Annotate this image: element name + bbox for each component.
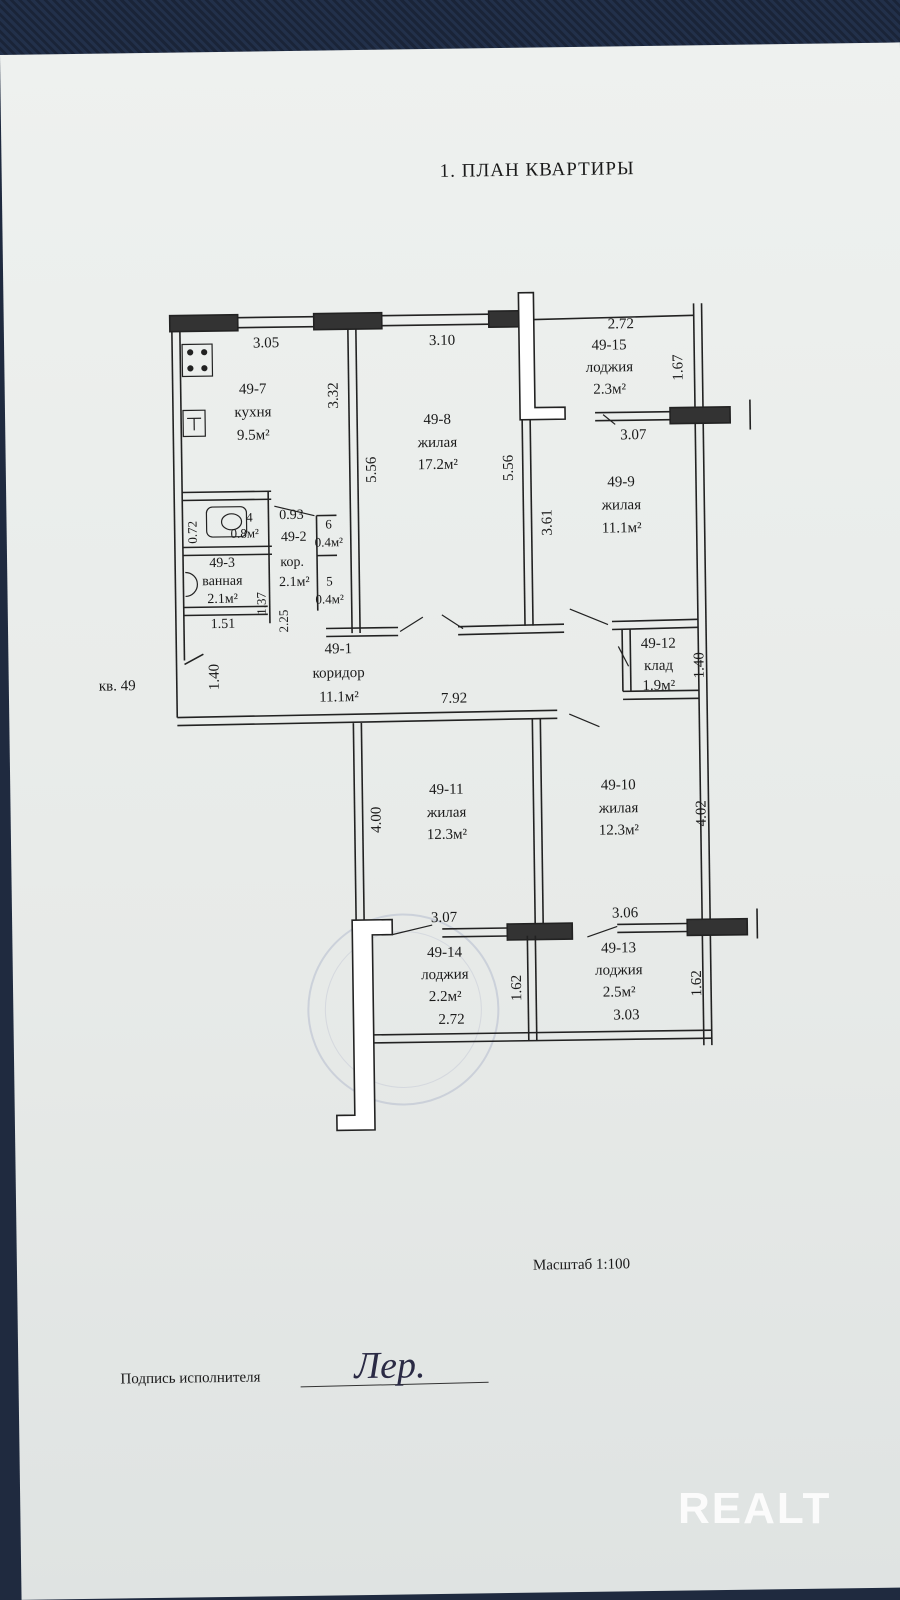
small-room-id: 6: [325, 516, 332, 531]
dimension: 2.72: [438, 1012, 464, 1028]
dimension: 3.32: [326, 382, 342, 408]
dimension: 5.56: [364, 456, 380, 483]
room-id: 49-1: [324, 641, 352, 657]
dimension: 3.06: [612, 905, 639, 921]
room-area: 2.5м²: [603, 984, 636, 1000]
room-area: 2.3м²: [593, 381, 626, 397]
dimension: 3.03: [613, 1007, 639, 1023]
toilet-icon: [205, 506, 248, 538]
dimension: 3.10: [429, 333, 455, 349]
room-type: жилая: [601, 497, 642, 514]
room-type: жилая: [417, 435, 458, 452]
room-area: 2.2м²: [429, 989, 462, 1005]
room-area: 17.2м²: [418, 457, 459, 474]
room-type: жилая: [426, 805, 467, 822]
room-area: 2.1м²: [207, 592, 238, 607]
room-labels: 49-7 кухня 9.5м² 49-8 жилая 17.2м² 49-15…: [202, 337, 676, 1005]
small-room-id: 5: [326, 573, 333, 588]
small-room-area: 0.8м²: [230, 525, 259, 540]
stamp-seal: [307, 913, 500, 1106]
room-area: 12.3м²: [427, 827, 468, 844]
room-id: 49-13: [601, 940, 636, 956]
room-area: 12.3м²: [599, 822, 640, 839]
dimension: 3.05: [253, 335, 279, 351]
bathtub-icon: [185, 571, 199, 598]
dimension: 2.72: [608, 316, 634, 332]
dimension: 1.40: [207, 664, 223, 690]
dimension: 1.62: [509, 975, 525, 1001]
dimension: 4.02: [693, 800, 709, 826]
room-type: ванная: [202, 574, 243, 590]
room-id: 49-8: [423, 412, 451, 428]
room-type: жилая: [598, 800, 639, 817]
room-type: лоджия: [595, 962, 643, 979]
small-room-id: 4: [246, 510, 253, 525]
room-type: клад: [644, 658, 674, 674]
room-type: коридор: [312, 665, 364, 682]
room-id: 49-7: [239, 381, 267, 397]
room-area: 11.1м²: [602, 520, 642, 537]
room-type: кухня: [234, 404, 271, 421]
dimension: 0.93: [279, 508, 304, 523]
dimension: 7.92: [441, 691, 467, 707]
dimension: 3.07: [620, 427, 647, 443]
dimension: 3.07: [431, 910, 458, 926]
paper-sheet: 1. ПЛАН КВАРТИРЫ кв. 49: [0, 42, 900, 1600]
room-id: 49-2: [281, 530, 307, 545]
room-id: 49-11: [429, 782, 464, 798]
dimension: 1.67: [670, 354, 686, 381]
signature-label: Подпись исполнителя: [120, 1369, 260, 1387]
dimension: 1.51: [211, 617, 236, 632]
small-room-area: 0.4м²: [315, 534, 344, 549]
room-id: 49-9: [607, 474, 635, 490]
dimension-labels: 3.05 3.32 3.10 5.56 5.56 2.72 1.67 3.07 …: [185, 316, 710, 1028]
dimension: 1.62: [689, 970, 705, 996]
room-area: 1.9м²: [642, 678, 675, 694]
dimension: 3.61: [539, 509, 555, 535]
room-area: 2.1м²: [279, 575, 310, 590]
dimension: 0.72: [185, 521, 200, 544]
small-room-area: 0.4м²: [315, 591, 344, 606]
apartment-label: кв. 49: [99, 678, 136, 695]
room-type: лоджия: [586, 359, 634, 376]
dimension: 1.40: [691, 652, 707, 678]
kitchen-sink-icon: [182, 409, 206, 438]
small-room-labels: 4 0.8м² 6 0.4м² 5 0.4м²: [230, 510, 344, 607]
room-area: 9.5м²: [237, 427, 270, 443]
doors: [274, 414, 630, 938]
signature-scrawl: Лер.: [353, 1344, 426, 1387]
room-id: 49-12: [641, 636, 676, 652]
room-type: лоджия: [421, 967, 469, 984]
dimension: 1.37: [254, 591, 269, 614]
dimension: 5.56: [501, 454, 517, 481]
floor-plan-drawing: 1. ПЛАН КВАРТИРЫ кв. 49: [99, 158, 759, 1388]
walls: [168, 291, 759, 1132]
plan-title: 1. ПЛАН КВАРТИРЫ: [440, 158, 635, 182]
realt-watermark: REALT: [678, 1484, 832, 1533]
room-id: 49-15: [592, 337, 627, 353]
room-id: 49-3: [209, 556, 235, 571]
kitchen-stove-icon: [181, 343, 214, 378]
room-type: кор.: [280, 555, 304, 570]
dimension: 4.00: [369, 807, 385, 833]
scale-label: Масштаб 1:100: [533, 1256, 630, 1273]
dimension: 2.25: [276, 610, 291, 633]
room-id: 49-14: [427, 945, 463, 961]
room-area: 11.1м²: [319, 689, 359, 706]
signature-line: [300, 1381, 489, 1388]
stamp-seal-inner: [324, 930, 482, 1088]
room-id: 49-10: [601, 777, 636, 793]
